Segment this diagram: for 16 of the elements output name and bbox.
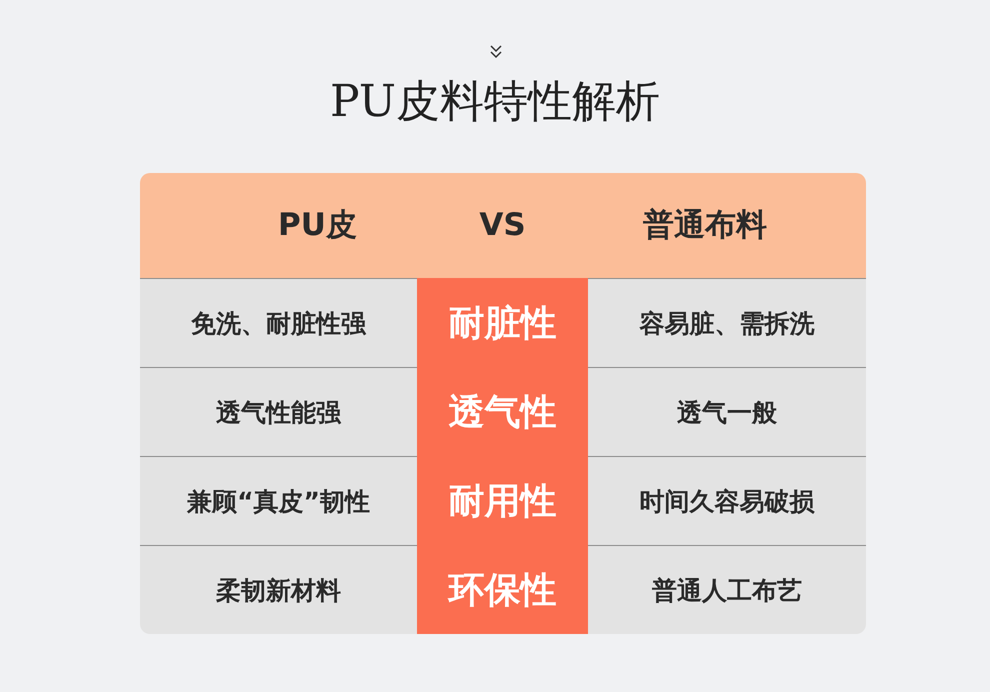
feature-cell: 耐用性	[417, 456, 588, 545]
table-cell: 容易脏、需拆洗	[588, 278, 866, 367]
feature-cell: 耐脏性	[417, 278, 588, 367]
table-cell: 时间久容易破损	[588, 456, 866, 545]
title: PU皮料特性解析	[329, 75, 661, 129]
table-cell: 柔韧新材料	[140, 545, 417, 634]
table-cell: 免洗、耐脏性强	[140, 278, 417, 367]
table-cell: 普通人工布艺	[588, 545, 866, 634]
column-heading: PU皮	[277, 206, 358, 245]
feature-cell: 环保性	[417, 545, 588, 634]
table-cell: 透气一般	[588, 367, 866, 456]
table-cell: 兼顾“真皮”韧性	[140, 456, 417, 545]
column-heading: VS	[478, 206, 527, 245]
column-heading: 普通布料	[642, 206, 768, 245]
table-cell: 透气性能强	[140, 367, 417, 456]
feature-cell: 透气性	[417, 367, 588, 456]
